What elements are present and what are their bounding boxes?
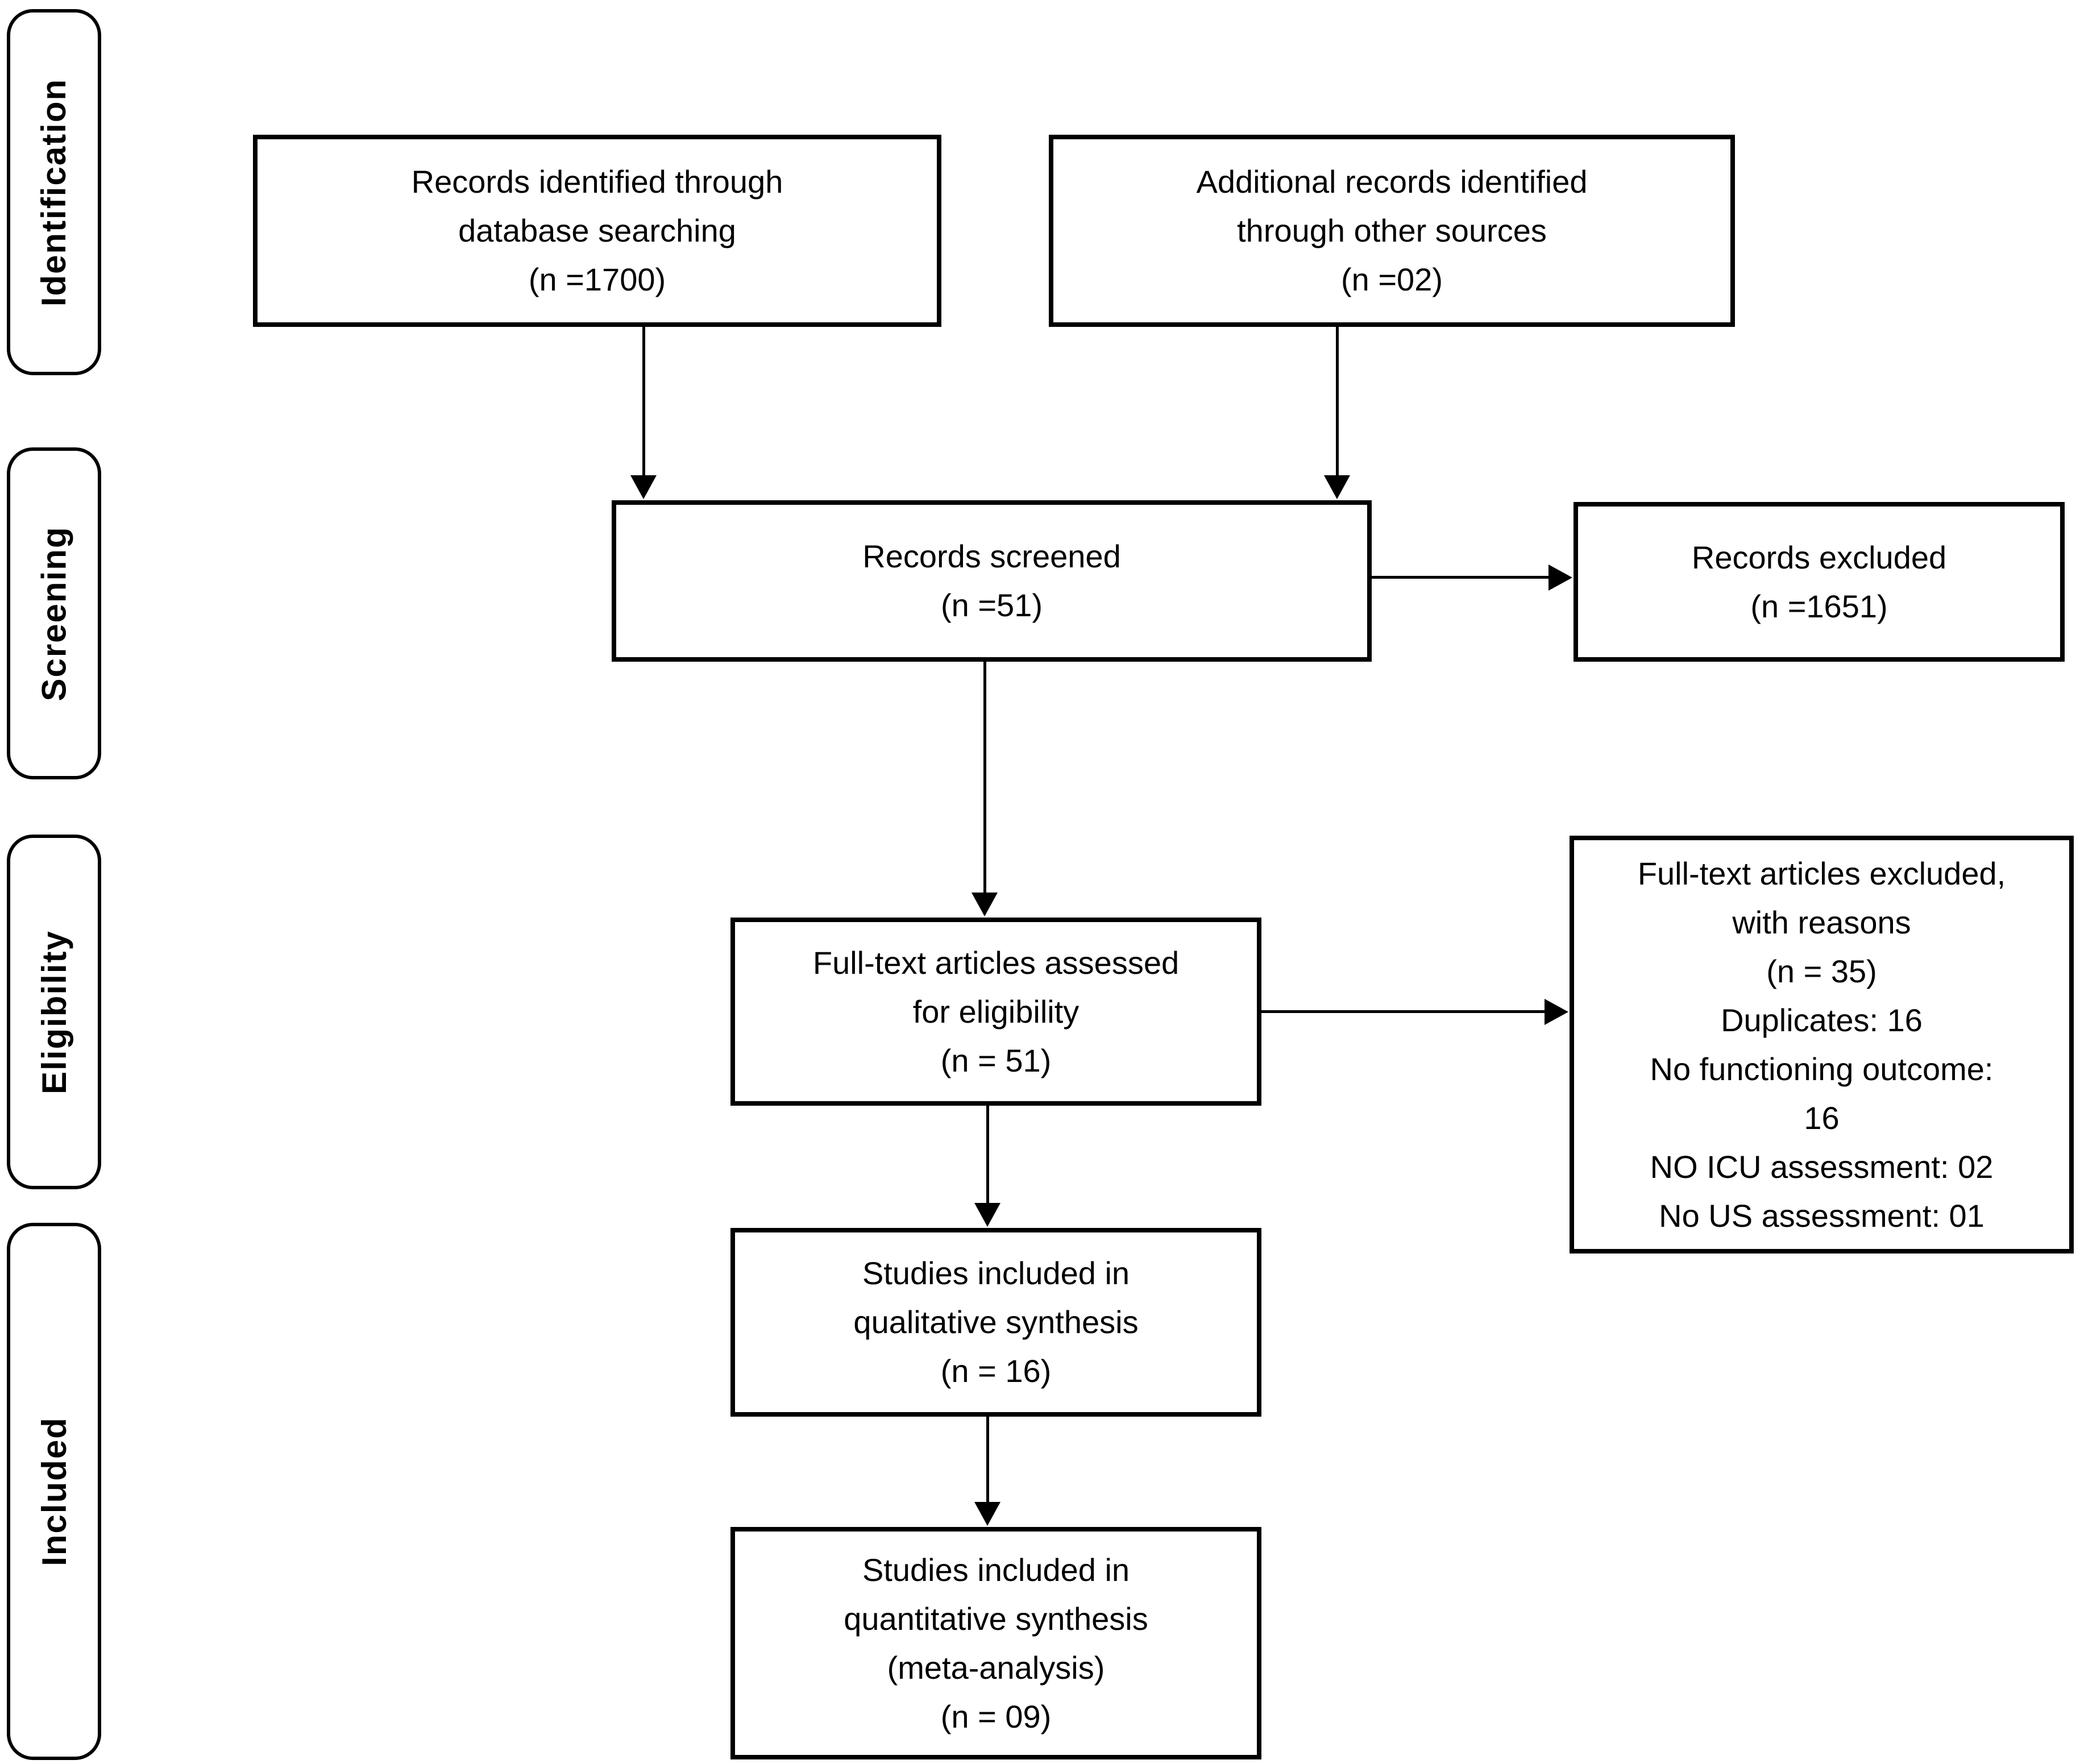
box-line: database searching: [458, 213, 736, 248]
box-line: with reasons: [1732, 904, 1911, 940]
arrowhead-down-icon: [972, 893, 998, 916]
box-line: Records identified through: [411, 164, 783, 200]
box-line: (n =02): [1341, 262, 1443, 297]
box-fulltext-excluded: Full-text articles excluded, with reason…: [1570, 836, 2074, 1254]
box-line: Records screened: [862, 538, 1121, 574]
box-line: 16: [1804, 1099, 1840, 1136]
arrowhead-right-icon: [1545, 999, 1568, 1025]
arrowhead-down-icon: [974, 1203, 1000, 1227]
box-line: Full-text articles assessed: [812, 944, 1180, 981]
stage-label-screening: Screening: [35, 525, 73, 702]
box-records-excluded: Records excluded (n =1651): [1574, 502, 2065, 662]
box-qualitative-synthesis: Studies included in qualitative synthesi…: [730, 1228, 1261, 1417]
box-line: (n = 35): [1766, 953, 1877, 989]
box-line: qualitative synthesis: [853, 1304, 1139, 1340]
box-line: (n = 16): [940, 1353, 1052, 1389]
stage-label-eligibility: Eligibility: [35, 929, 73, 1094]
arrowhead-down-icon: [630, 475, 657, 499]
stage-label-included: Included: [35, 1417, 73, 1566]
connector-assessed-to-excluded: [1261, 1010, 1546, 1013]
box-line: (n =1700): [528, 262, 666, 297]
connector-screened-to-excluded: [1372, 576, 1550, 579]
box-fulltext-assessed: Full-text articles assessed for eligibil…: [730, 918, 1261, 1106]
box-line: Studies included in: [862, 1255, 1130, 1291]
box-records-identified: Records identified through database sear…: [253, 135, 941, 327]
box-line: (n =1651): [1750, 588, 1888, 624]
stage-box-eligibility: Eligibility: [7, 835, 101, 1189]
connector-qualitative-to-quantitative: [986, 1417, 989, 1503]
box-line: for eligibility: [912, 993, 1080, 1030]
box-line: Records excluded: [1691, 539, 1947, 575]
arrowhead-down-icon: [1324, 475, 1350, 499]
box-line: Full-text articles excluded,: [1637, 855, 2006, 891]
connector-additional-to-screened: [1336, 327, 1339, 476]
box-line: Studies included in: [862, 1551, 1130, 1588]
box-line: (n = 09): [940, 1698, 1052, 1734]
stage-box-included: Included: [7, 1223, 101, 1760]
box-line: No US assessment: 01: [1659, 1197, 1984, 1234]
box-line: (n =51): [941, 587, 1043, 623]
box-line: quantitative synthesis: [844, 1600, 1148, 1637]
box-line: No functioning outcome:: [1650, 1051, 1994, 1087]
stage-box-identification: Identification: [7, 9, 101, 375]
box-additional-records: Additional records identified through ot…: [1049, 135, 1735, 327]
box-line: (n = 51): [940, 1042, 1052, 1078]
connector-assessed-to-qualitative: [986, 1106, 989, 1204]
box-quantitative-synthesis: Studies included in quantitative synthes…: [730, 1527, 1261, 1759]
box-records-screened: Records screened (n =51): [612, 500, 1372, 662]
stage-box-screening: Screening: [7, 447, 101, 779]
box-line: Duplicates: 16: [1721, 1002, 1923, 1038]
box-line: NO ICU assessment: 02: [1650, 1148, 1994, 1185]
connector-identified-to-screened: [642, 327, 645, 476]
stage-label-identification: Identification: [35, 78, 73, 306]
box-line: Additional records identified: [1196, 164, 1588, 200]
box-line: (meta-analysis): [887, 1649, 1105, 1686]
box-line: through other sources: [1237, 213, 1547, 248]
arrowhead-right-icon: [1548, 565, 1572, 591]
arrowhead-down-icon: [974, 1502, 1000, 1526]
connector-screened-to-assessed: [983, 662, 986, 894]
